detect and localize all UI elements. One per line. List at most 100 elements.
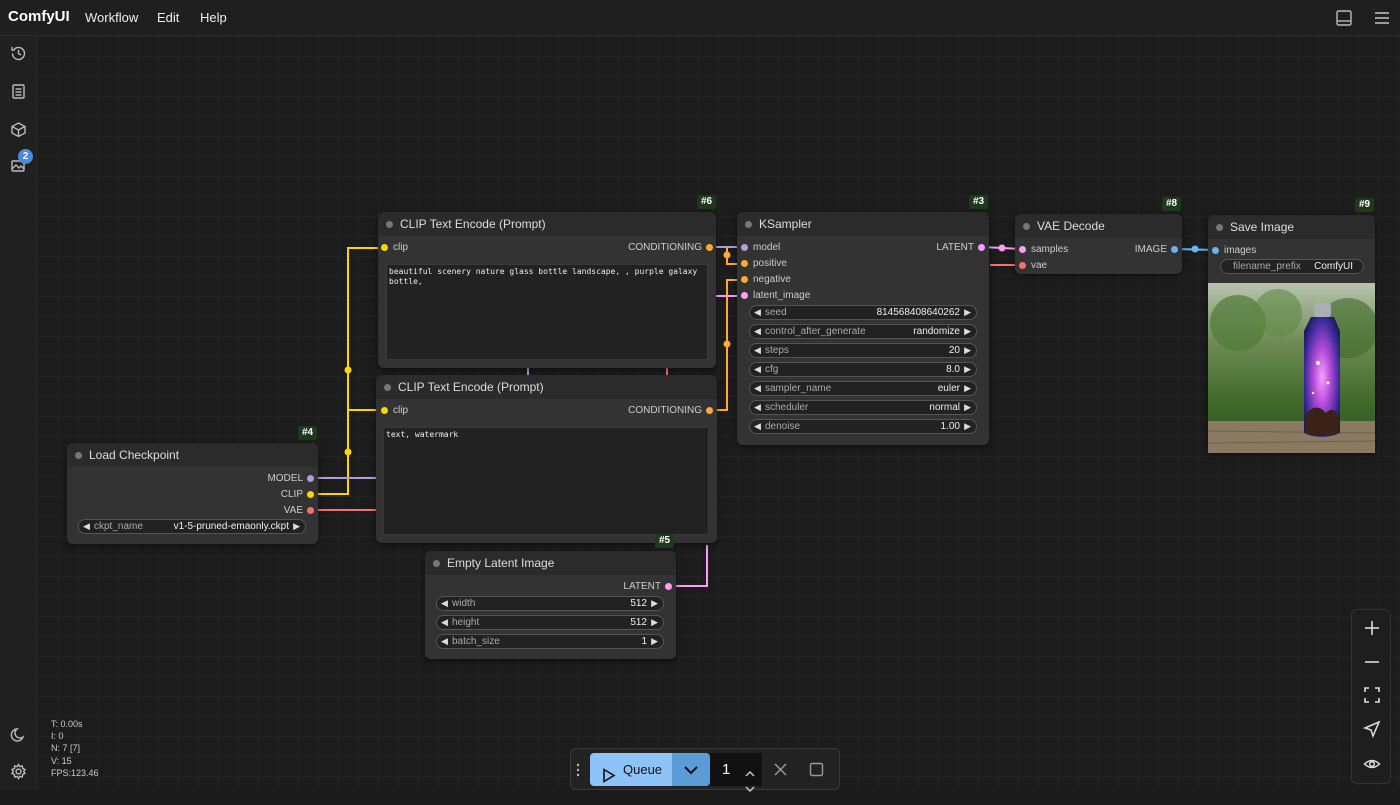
increment-arrow-icon[interactable]: ▶ <box>651 636 658 646</box>
stat-fps: FPS:123.46 <box>51 767 99 778</box>
increment-arrow-icon[interactable]: ▶ <box>964 345 971 355</box>
decrement-arrow-icon[interactable]: ◀ <box>754 345 761 355</box>
load-checkpoint-node[interactable]: Load Checkpoint MODEL CLIP VAE ◀ ckpt_na… <box>67 443 318 544</box>
node-title[interactable]: Empty Latent Image <box>425 551 676 575</box>
clip-text-encode-negative-node[interactable]: CLIP Text Encode (Prompt) clip CONDITION… <box>376 375 717 543</box>
stat-vertices: V: 15 <box>51 755 72 766</box>
batch-size-widget[interactable]: ◀ batch_size 1 ▶ <box>436 634 664 649</box>
menu-workflow[interactable]: Workflow <box>85 10 139 25</box>
positive-input-dot[interactable] <box>741 260 748 267</box>
chevron-down-icon <box>683 763 699 781</box>
increment-arrow-icon[interactable]: ▶ <box>964 383 971 393</box>
widget-name: filename_prefix <box>1233 261 1301 272</box>
menu-help[interactable]: Help <box>200 10 227 25</box>
latent-output-dot[interactable] <box>665 583 672 590</box>
navigate-arrow-icon[interactable] <box>1362 720 1381 739</box>
node-title[interactable]: CLIP Text Encode (Prompt) <box>376 375 717 399</box>
ksampler-node[interactable]: KSampler model positive negative latent_… <box>737 212 989 445</box>
node-title[interactable]: Save Image <box>1208 215 1375 239</box>
decrement-arrow-icon[interactable]: ◀ <box>754 326 761 336</box>
decrement-arrow-icon[interactable]: ◀ <box>83 521 90 531</box>
increment-arrow-icon[interactable]: ▶ <box>964 402 971 412</box>
app-logo: ComfyUI <box>8 8 70 25</box>
moon-icon[interactable] <box>10 726 27 743</box>
prompt-textarea[interactable]: text, watermark <box>383 427 709 535</box>
drag-handle-icon[interactable] <box>576 763 580 777</box>
bottom-panel-toggle-icon[interactable] <box>1335 9 1353 27</box>
queue-button[interactable]: Queue <box>590 753 672 786</box>
batch-count-input[interactable]: 1 <box>710 753 762 792</box>
widget-value: euler <box>937 383 960 394</box>
cfg-widget[interactable]: ◀ cfg 8.0 ▶ <box>749 362 977 377</box>
vae-decode-node[interactable]: VAE Decode samples vae IMAGE <box>1015 214 1182 274</box>
sampler-name-widget[interactable]: ◀ sampler_name euler ▶ <box>749 381 977 396</box>
vae-input-dot[interactable] <box>1019 262 1026 269</box>
vae-output-dot[interactable] <box>307 507 314 514</box>
image-output-dot[interactable] <box>1171 246 1178 253</box>
settings-icon[interactable] <box>10 763 27 780</box>
save-image-node[interactable]: Save Image images filename_prefix ComfyU… <box>1208 215 1375 453</box>
clear-queue-icon[interactable] <box>773 762 788 782</box>
scheduler-widget[interactable]: ◀ scheduler normal ▶ <box>749 400 977 415</box>
increment-arrow-icon[interactable]: ▶ <box>651 617 658 627</box>
document-icon[interactable] <box>10 83 27 100</box>
model-output-dot[interactable] <box>307 475 314 482</box>
zoom-in-icon[interactable] <box>1363 619 1381 637</box>
latent-output-dot[interactable] <box>978 244 985 251</box>
graph-canvas[interactable] <box>38 36 1400 790</box>
increment-arrow-icon[interactable]: ▶ <box>964 364 971 374</box>
denoise-widget[interactable]: ◀ denoise 1.00 ▶ <box>749 419 977 434</box>
decrement-arrow-icon[interactable]: ◀ <box>754 307 761 317</box>
model-input-dot[interactable] <box>741 244 748 251</box>
cube-icon[interactable] <box>10 121 27 138</box>
node-title[interactable]: Load Checkpoint <box>67 443 318 467</box>
decrement-arrow-icon[interactable]: ◀ <box>754 421 761 431</box>
clip-input-dot[interactable] <box>381 407 388 414</box>
conditioning-output-dot[interactable] <box>706 244 713 251</box>
clip-input-dot[interactable] <box>381 244 388 251</box>
output-image-preview[interactable] <box>1208 283 1375 453</box>
increment-arrow-icon[interactable]: ▶ <box>293 521 300 531</box>
node-title[interactable]: CLIP Text Encode (Prompt) <box>378 212 716 236</box>
increment-arrow-icon[interactable]: ▶ <box>964 326 971 336</box>
increment-arrow-icon[interactable]: ▶ <box>964 307 971 317</box>
top-menu-bar: ComfyUI Workflow Edit Help <box>0 0 1400 36</box>
stop-icon[interactable] <box>809 762 824 782</box>
decrement-arrow-icon[interactable]: ◀ <box>441 617 448 627</box>
latent-image-input-dot[interactable] <box>741 292 748 299</box>
increment-arrow-icon[interactable]: ▶ <box>651 598 658 608</box>
conditioning-output-dot[interactable] <box>706 407 713 414</box>
hamburger-menu-icon[interactable] <box>1373 9 1391 27</box>
queue-mode-dropdown[interactable] <box>672 753 710 786</box>
decrement-arrow-icon[interactable]: ◀ <box>754 402 761 412</box>
seed-widget[interactable]: ◀ seed 814568408640262 ▶ <box>749 305 977 320</box>
decrement-arrow-icon[interactable] <box>744 772 756 805</box>
history-icon[interactable] <box>10 45 27 62</box>
node-title[interactable]: VAE Decode <box>1015 214 1182 238</box>
empty-latent-image-node[interactable]: Empty Latent Image LATENT ◀ width 512 ▶ … <box>425 551 676 659</box>
menu-edit[interactable]: Edit <box>157 10 180 25</box>
filename-prefix-widget[interactable]: filename_prefix ComfyUI <box>1220 259 1364 274</box>
height-widget[interactable]: ◀ height 512 ▶ <box>436 615 664 630</box>
fit-view-icon[interactable] <box>1363 686 1381 704</box>
node-title[interactable]: KSampler <box>737 212 989 236</box>
control-after-generate-widget[interactable]: ◀ control_after_generate randomize ▶ <box>749 324 977 339</box>
increment-arrow-icon[interactable]: ▶ <box>964 421 971 431</box>
clip-text-encode-positive-node[interactable]: CLIP Text Encode (Prompt) clip CONDITION… <box>378 212 716 368</box>
steps-widget[interactable]: ◀ steps 20 ▶ <box>749 343 977 358</box>
decrement-arrow-icon[interactable]: ◀ <box>754 383 761 393</box>
increment-arrow-icon[interactable] <box>744 757 756 790</box>
prompt-textarea[interactable]: beautiful scenery nature glass bottle la… <box>386 264 708 360</box>
decrement-arrow-icon[interactable]: ◀ <box>754 364 761 374</box>
decrement-arrow-icon[interactable]: ◀ <box>441 598 448 608</box>
images-icon[interactable] <box>10 156 27 173</box>
samples-input-dot[interactable] <box>1019 246 1026 253</box>
ckpt-name-widget[interactable]: ◀ ckpt_name v1-5-pruned-emaonly.ckpt ▶ <box>78 519 306 534</box>
zoom-out-icon[interactable] <box>1363 653 1381 671</box>
decrement-arrow-icon[interactable]: ◀ <box>441 636 448 646</box>
negative-input-dot[interactable] <box>741 276 748 283</box>
images-input-dot[interactable] <box>1212 247 1219 254</box>
eye-icon[interactable] <box>1363 755 1381 773</box>
width-widget[interactable]: ◀ width 512 ▶ <box>436 596 664 611</box>
clip-output-dot[interactable] <box>307 491 314 498</box>
